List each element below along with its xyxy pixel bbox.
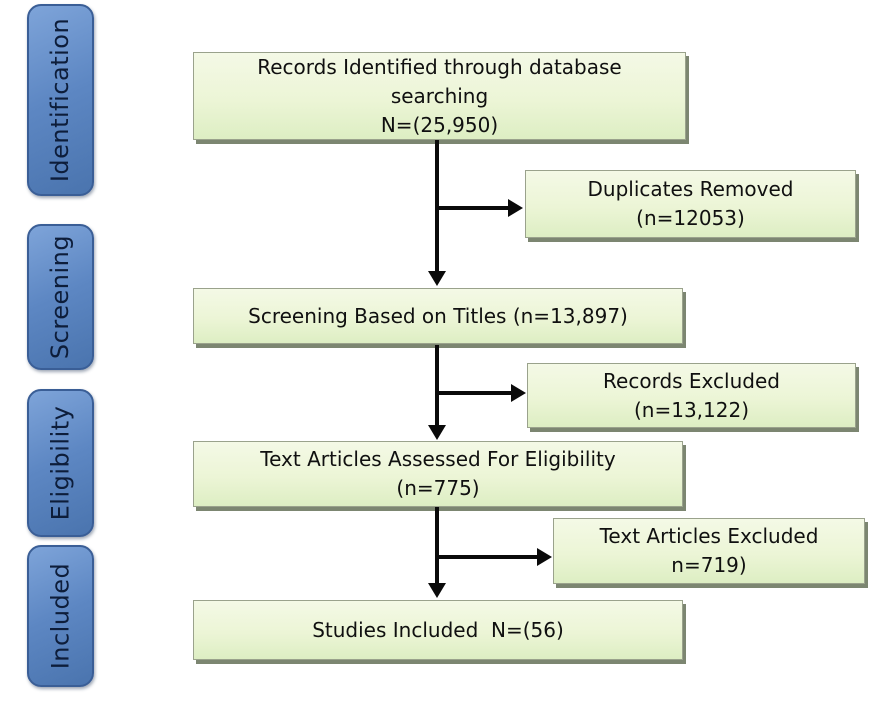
arrow-branch-duplicates-removed	[437, 206, 509, 210]
stage-included: Included	[27, 545, 94, 687]
flow-box-articles-assessed: Text Articles Assessed For Eligibility (…	[193, 441, 683, 507]
flow-box-records-excluded: Records Excluded (n=13,122)	[527, 363, 856, 428]
records-identified-count: N=(25,950)	[380, 112, 499, 137]
screening-titles-line-1: Screening Based on Titles (n=13,897)	[248, 303, 628, 328]
flow-box-screening-titles: Screening Based on Titles (n=13,897)	[193, 288, 683, 344]
stage-screening-label: Screening	[46, 234, 75, 360]
arrowhead-right-icon	[511, 384, 526, 402]
stage-eligibility: Eligibility	[27, 389, 94, 537]
stage-included-label: Included	[46, 562, 75, 670]
stage-eligibility-label: Eligibility	[46, 405, 75, 521]
articles-assessed-count: (n=775)	[396, 476, 480, 500]
records-identified-line-2: searching	[390, 83, 489, 108]
arrowhead-down-icon	[428, 271, 446, 286]
flow-box-studies-included: Studies Included N=(56)	[193, 600, 683, 660]
articles-assessed-line-1: Text Articles Assessed For Eligibility	[260, 447, 616, 471]
flow-box-duplicates-removed: Duplicates Removed (n=12053)	[525, 170, 856, 238]
stage-identification: Identification	[27, 4, 94, 196]
flow-box-records-identified: Records Identified through database sear…	[193, 52, 686, 140]
records-excluded-count: (n=13,122)	[633, 397, 750, 422]
arrow-branch-articles-excluded	[437, 555, 538, 559]
flow-box-articles-excluded: Text Articles Excluded n=719)	[553, 518, 865, 584]
arrow-down-screening-to-eligibility	[435, 345, 439, 426]
studies-included-line-1: Studies Included N=(56)	[312, 617, 564, 642]
articles-excluded-line-1: Text Articles Excluded	[599, 524, 819, 548]
arrowhead-down-icon	[428, 583, 446, 598]
duplicates-removed-line-1: Duplicates Removed	[587, 177, 794, 201]
stage-identification-label: Identification	[46, 17, 75, 183]
records-identified-line-1: Records Identified through database	[257, 54, 622, 79]
arrowhead-right-icon	[508, 199, 523, 217]
arrow-branch-records-excluded	[437, 391, 512, 395]
stage-screening: Screening	[27, 224, 94, 370]
arrowhead-right-icon	[537, 548, 552, 566]
arrowhead-down-icon	[428, 425, 446, 440]
arrow-down-eligibility-to-included	[435, 507, 439, 584]
articles-excluded-count: n=719)	[671, 553, 747, 577]
duplicates-removed-count: (n=12053)	[636, 206, 745, 230]
records-excluded-line-1: Records Excluded	[603, 368, 780, 393]
